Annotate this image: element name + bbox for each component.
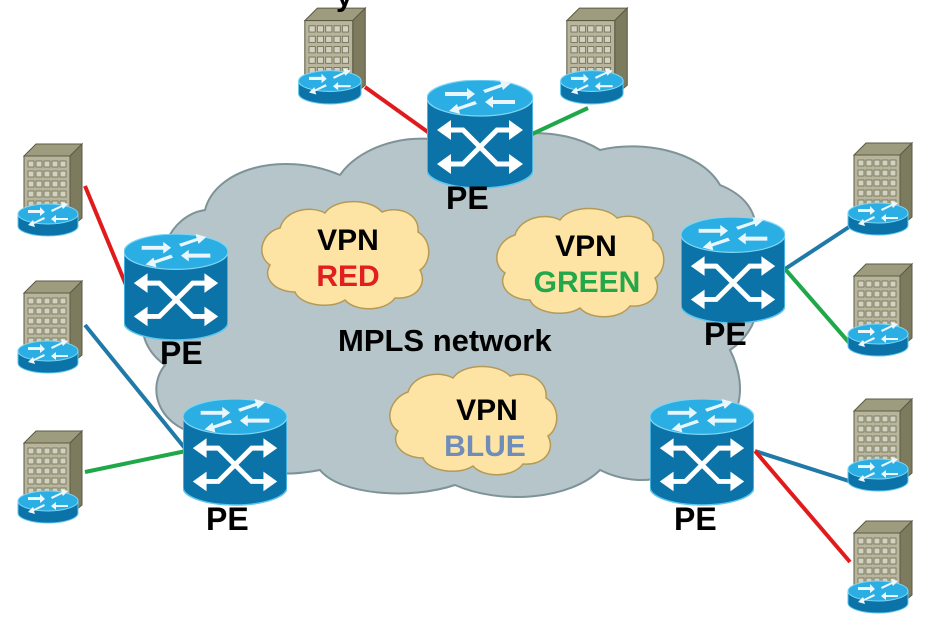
pe-router-icon — [427, 80, 533, 188]
pe-label: PE — [206, 501, 249, 537]
vpn-green-cloud — [496, 207, 665, 318]
vpn-blue-name: BLUE — [444, 430, 526, 463]
link-blue — [783, 223, 854, 271]
link-green — [529, 106, 589, 137]
customer-site-icon — [560, 7, 628, 105]
vpn-green-name: GREEN — [533, 266, 641, 299]
customer-site-icon — [298, 7, 366, 105]
links-layer — [83, 85, 854, 564]
link-red — [753, 449, 852, 564]
vpn-green-title: VPN — [555, 230, 617, 263]
customer-site-icon — [17, 143, 83, 237]
link-blue — [754, 449, 853, 484]
pe-router-icon — [650, 399, 754, 505]
mpls-network-label: MPLS network — [338, 323, 552, 358]
customer-site-icon — [847, 263, 913, 357]
pe-router-icon — [183, 399, 287, 505]
vpn-red-cloud — [261, 200, 430, 310]
customer-site-icon — [17, 430, 83, 524]
pe-router-icon — [124, 234, 228, 340]
link-blue — [83, 323, 190, 454]
link-red — [83, 185, 128, 286]
vpn-red-title: VPN — [317, 224, 379, 257]
vpn-red-name: RED — [316, 260, 380, 293]
pe-router-icon — [681, 217, 785, 323]
customer-site-icon — [847, 520, 913, 614]
customer-site-icon — [17, 280, 83, 374]
pe-label: PE — [704, 316, 747, 352]
vpn-blue-cloud — [389, 365, 558, 476]
vpn-blue-title: VPN — [456, 394, 518, 427]
pe-label: PE — [160, 335, 203, 371]
link-green — [84, 449, 187, 474]
customer-site-icon — [847, 398, 913, 492]
link-red — [363, 85, 434, 137]
pe-label: PE — [446, 180, 489, 216]
customer-site-icon — [847, 142, 913, 236]
title-fragment: y — [336, 0, 353, 12]
pe-label: PE — [674, 501, 717, 537]
link-green — [783, 267, 854, 348]
